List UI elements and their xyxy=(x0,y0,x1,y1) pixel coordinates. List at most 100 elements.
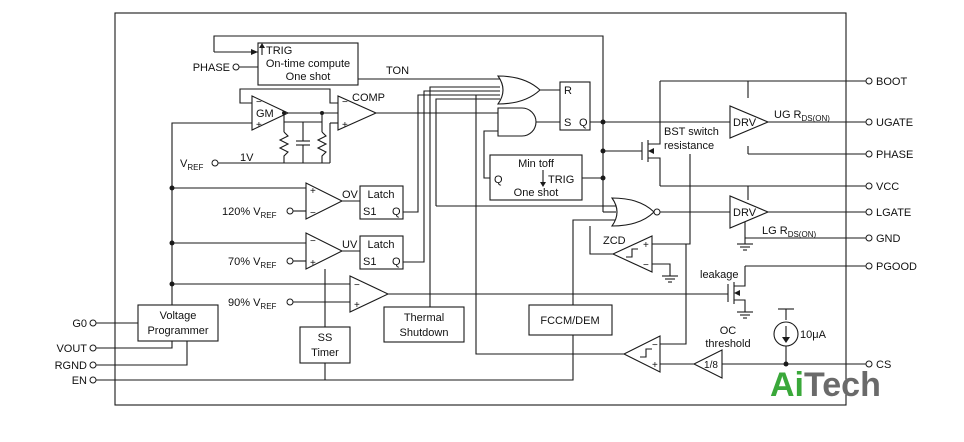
pin-ov-ref-label: 120% VREF xyxy=(222,206,277,220)
uv-latch-q: Q xyxy=(392,256,401,268)
pin-boot: BOOT xyxy=(660,76,907,88)
gm-label: GM xyxy=(256,108,274,120)
pin-pgood: PGOOD xyxy=(745,261,917,273)
pin-rgnd: RGND xyxy=(55,341,188,372)
ontime-trig-label: TRIG xyxy=(266,45,292,57)
pin-vcc: VCC xyxy=(660,181,899,193)
svg-text:+: + xyxy=(256,120,262,131)
svg-text:+: + xyxy=(652,360,658,371)
pin-cs: CS xyxy=(722,359,891,371)
bst-line1: BST switch xyxy=(664,126,719,138)
drv-top-label: DRV xyxy=(733,117,757,129)
ov-latch-title: Latch xyxy=(368,189,395,201)
or-gate-reset xyxy=(496,75,541,105)
pin-vout-label: VOUT xyxy=(56,343,87,355)
svg-text:−: − xyxy=(354,280,360,291)
ss-line2: Timer xyxy=(311,347,339,359)
fccm-label: FCCM/DEM xyxy=(540,315,599,327)
fccm-dem: FCCM/DEM xyxy=(528,304,613,336)
pin-boot-label: BOOT xyxy=(876,76,907,88)
pin-pgood-label: PGOOD xyxy=(876,261,917,273)
ov-label: OV xyxy=(342,189,359,201)
oc-line2: threshold xyxy=(705,338,750,350)
uv-latch-title: Latch xyxy=(368,239,395,251)
ov-latch-q: Q xyxy=(392,206,401,218)
svg-text:−: − xyxy=(310,208,316,219)
rs-s-label: S xyxy=(564,117,571,129)
drv-high-side: DRV xyxy=(729,105,770,139)
mintoff-trig-label: TRIG xyxy=(548,174,574,186)
divider-label: 1/8 xyxy=(704,360,718,371)
ov-comparator: + − xyxy=(305,182,344,220)
svg-text:+: + xyxy=(354,300,360,311)
ug-rds-label: UG RDS(ON) xyxy=(774,109,830,123)
pin-en-label: EN xyxy=(72,375,87,387)
pin-gnd-label: GND xyxy=(876,233,901,245)
thermal-shutdown: Thermal Shutdown xyxy=(383,306,465,343)
oc-line1: OC xyxy=(720,325,737,337)
vprog-line2: Programmer xyxy=(147,325,208,337)
current-source-label: 10μA xyxy=(800,329,827,341)
current-source xyxy=(773,308,799,367)
pin-g0-label: G0 xyxy=(72,318,87,330)
mintoff-q-label: Q xyxy=(494,174,503,186)
thermal-line2: Shutdown xyxy=(400,327,449,339)
bst-line2: resistance xyxy=(664,140,714,152)
pin-phase-input-label: PHASE xyxy=(193,62,230,74)
svg-text:−: − xyxy=(643,260,649,271)
svg-text:+: + xyxy=(310,258,316,269)
uv-label: UV xyxy=(342,239,358,251)
chip-boundary xyxy=(114,12,847,406)
pin-ugate: UGATE xyxy=(768,117,913,129)
mintoff-title: Min toff xyxy=(518,158,555,170)
leakage-label: leakage xyxy=(700,269,739,281)
pgood-switch xyxy=(727,266,753,319)
svg-text:−: − xyxy=(342,97,348,108)
svg-text:−: − xyxy=(256,97,262,108)
pin-ugate-label: UGATE xyxy=(876,117,913,129)
ontime-line2: One shot xyxy=(286,71,331,83)
pin-phase: PHASE xyxy=(748,149,913,161)
pin-phase-label: PHASE xyxy=(876,149,913,161)
one-v-label: 1V xyxy=(240,152,254,164)
mintoff-label: One shot xyxy=(514,187,559,199)
zcd-label: ZCD xyxy=(603,235,626,247)
svg-text:+: + xyxy=(643,240,649,251)
pin-vref: VREF xyxy=(180,158,219,172)
zcd-comparator: + − xyxy=(611,235,653,273)
ss-timer: SS Timer xyxy=(299,326,351,364)
svg-text:+: + xyxy=(310,186,316,197)
pgood-comparator: − + xyxy=(349,275,390,313)
ontime-line1: On-time compute xyxy=(266,58,350,70)
pin-rgnd-label: RGND xyxy=(55,360,87,372)
pin-uv-ref: 70% VREF xyxy=(228,256,306,270)
or-gate-lowside xyxy=(610,197,655,227)
pin-cs-label: CS xyxy=(876,359,891,371)
ton-label: TON xyxy=(386,65,409,77)
ss-line1: SS xyxy=(318,332,333,344)
svg-text:−: − xyxy=(310,236,316,247)
uv-latch-s: S1 xyxy=(363,256,376,268)
pin-vcc-label: VCC xyxy=(876,181,899,193)
pin-pg-ref: 90% VREF xyxy=(228,297,350,311)
svg-text:+: + xyxy=(342,120,348,131)
gm-amplifier: GM − + xyxy=(251,95,290,131)
aitech-logo: AiTech xyxy=(770,366,881,404)
drv-low-side: DRV xyxy=(729,195,770,229)
oc-comparator: − + xyxy=(622,335,661,373)
divider-block: 1/8 xyxy=(692,349,723,379)
pin-vref-label: VREF xyxy=(180,158,203,172)
pin-lgate-label: LGATE xyxy=(876,207,911,219)
pin-g0: G0 xyxy=(72,318,138,330)
thermal-line1: Thermal xyxy=(404,312,444,324)
pin-uv-ref-label: 70% VREF xyxy=(228,256,277,270)
ov-latch: Latch S1 Q xyxy=(359,185,404,220)
lg-rds-label: LG RDS(ON) xyxy=(762,225,816,239)
comp-label: COMP xyxy=(352,92,385,104)
ov-latch-s: S1 xyxy=(363,206,376,218)
pin-lgate: LGATE xyxy=(768,207,911,219)
svg-text:−: − xyxy=(652,340,658,351)
bst-switch xyxy=(600,81,661,186)
pin-phase-input: PHASE xyxy=(193,62,258,74)
